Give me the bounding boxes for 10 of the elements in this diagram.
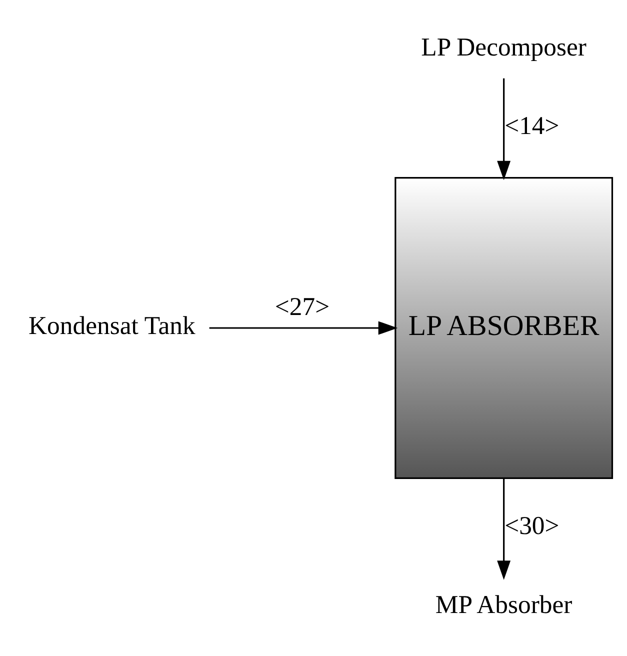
arrow xyxy=(497,78,511,180)
arrow xyxy=(497,478,511,580)
edge-label: <14> xyxy=(504,111,560,140)
node-text: MP Absorber xyxy=(435,590,572,619)
node-text: Kondensat Tank xyxy=(28,311,196,340)
edge-label: <30> xyxy=(504,511,560,540)
edge-label: <27> xyxy=(274,292,330,321)
arrow xyxy=(209,321,398,335)
node-text: LP Decomposer xyxy=(421,32,586,62)
node-box: LP ABSORBER xyxy=(394,177,614,479)
